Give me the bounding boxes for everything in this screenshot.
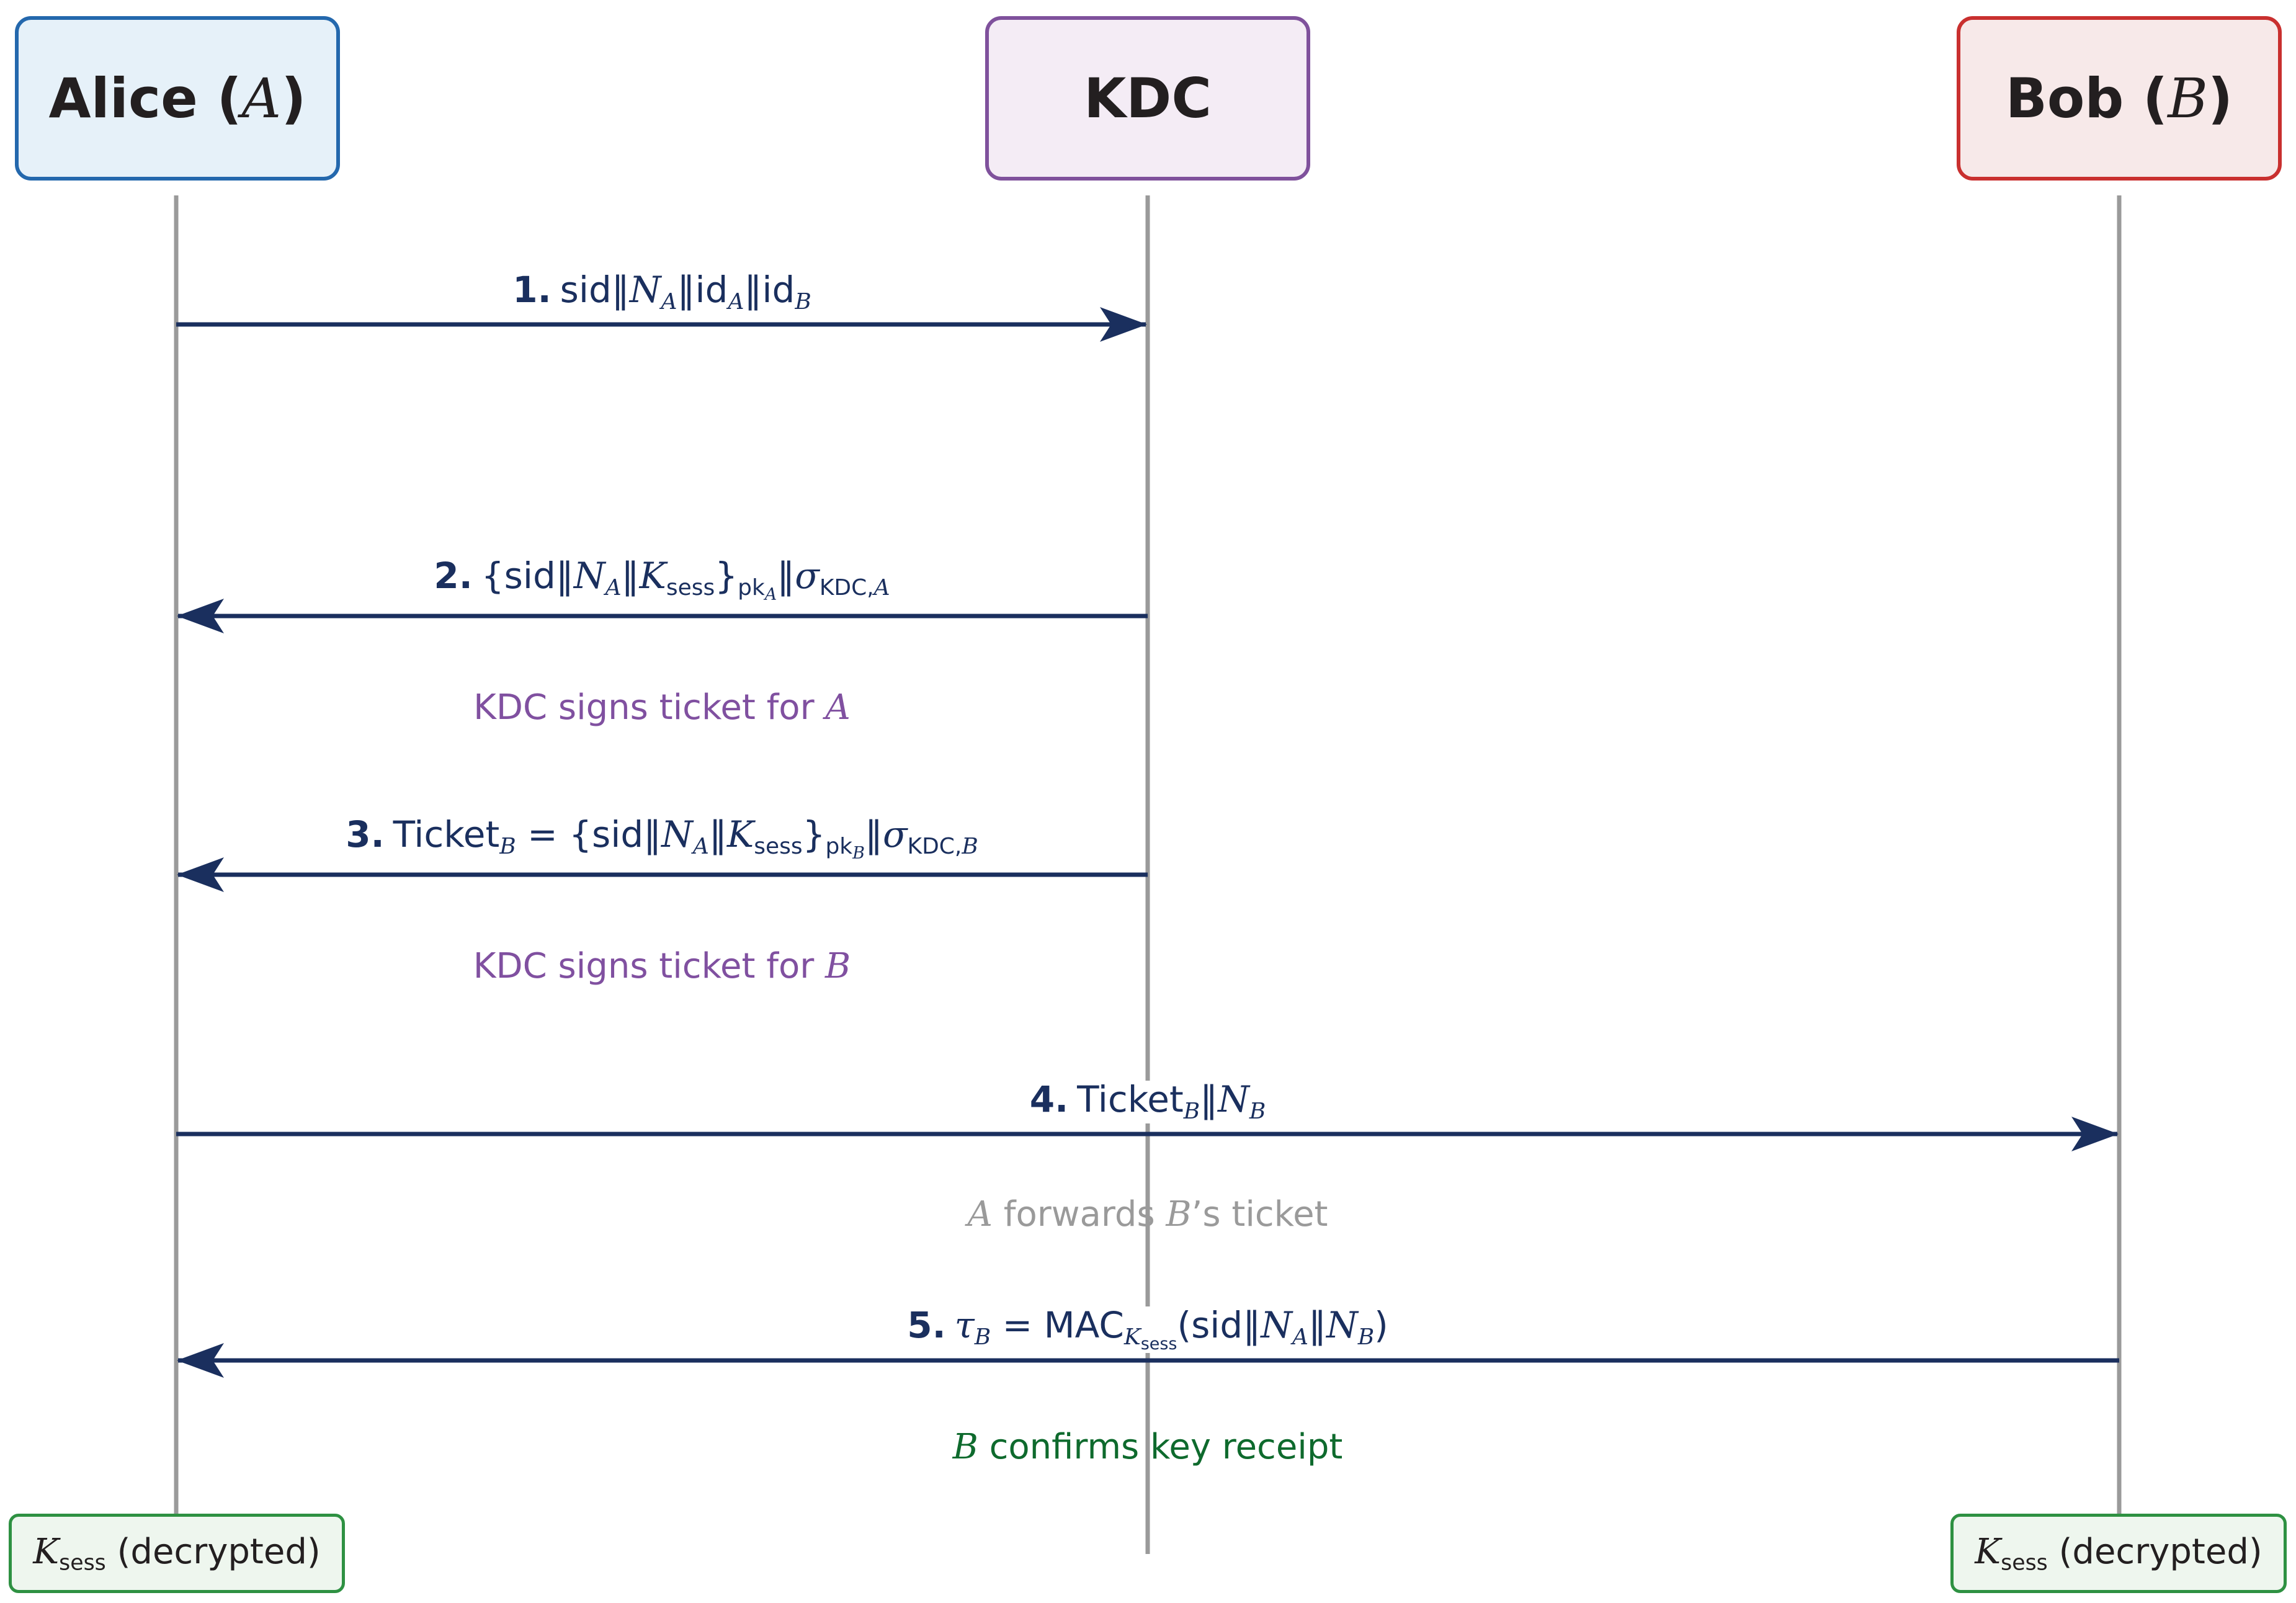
message-1-formula: sid‖NA‖idA‖idB	[560, 269, 811, 315]
message-5-formula: τB = MACKsess(sid‖NA‖NB)	[954, 1304, 1388, 1354]
message-1-step: 1.	[512, 269, 552, 311]
message-5-label: 5.τB = MACKsess(sid‖NA‖NB)	[901, 1304, 1395, 1354]
message-4-step: 4.	[1029, 1078, 1069, 1120]
note-kdc-signs-a: KDC signs ticket for A	[473, 687, 851, 728]
bob-name: Bob	[2005, 66, 2124, 130]
participant-kdc: KDC	[985, 16, 1310, 181]
message-2-label: 2.{sid‖NA‖Ksess}pkA‖σKDC,A	[427, 557, 896, 604]
note-kdc-signs-b: KDC signs ticket for B	[473, 946, 851, 986]
message-3-step: 3.	[346, 813, 385, 855]
bob-end-state: Ksess (decrypted)	[1950, 1514, 2287, 1593]
note-a-forwards: A forwards B’s ticket	[967, 1194, 1328, 1235]
message-1-label: 1.sid‖NA‖idA‖idB	[506, 271, 818, 314]
message-3-label: 3.TicketB = {sid‖NA‖Ksess}pkB‖σKDC,B	[339, 813, 985, 863]
message-2-formula: {sid‖NA‖Ksess}pkA‖σKDC,A	[481, 555, 890, 604]
participant-alice: Alice (A)	[15, 16, 340, 181]
message-4-formula: TicketB‖NB	[1077, 1078, 1266, 1124]
alice-symbol: A	[241, 66, 282, 130]
alice-end-state: Ksess (decrypted)	[9, 1514, 345, 1593]
message-3-formula: TicketB = {sid‖NA‖Ksess}pkB‖σKDC,B	[393, 813, 978, 863]
message-4-label: 4.TicketB‖NB	[1023, 1078, 1272, 1124]
bob-symbol: B	[2168, 66, 2208, 130]
alice-name: Alice	[48, 66, 198, 130]
message-5-step: 5.	[907, 1304, 946, 1346]
participant-bob: Bob (B)	[1957, 16, 2282, 181]
note-b-confirms: B confirms key receipt	[952, 1427, 1343, 1467]
message-2-step: 2.	[434, 555, 473, 597]
kdc-name: KDC	[1084, 66, 1212, 130]
